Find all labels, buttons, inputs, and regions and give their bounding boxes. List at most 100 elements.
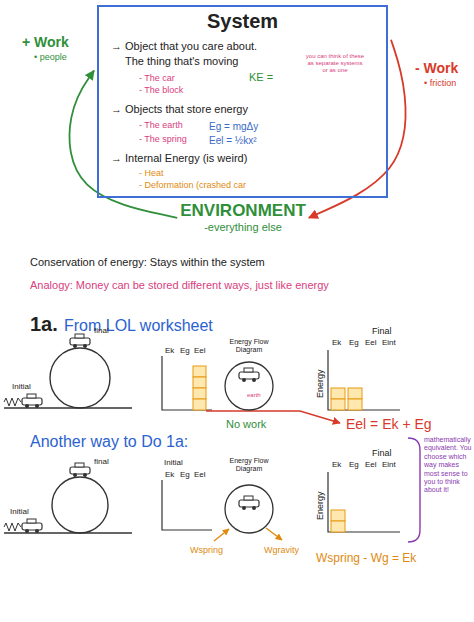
section-heading: Another way to Do 1a: bbox=[30, 432, 188, 451]
environment-title: ENVIRONMENT bbox=[180, 201, 306, 221]
column-label: Eel bbox=[365, 338, 377, 348]
circle-note: earth bbox=[247, 392, 261, 399]
spring-symbol bbox=[4, 523, 21, 531]
bar-unit bbox=[331, 510, 345, 521]
column-label: Eg bbox=[180, 470, 190, 480]
axis-label: Energy bbox=[315, 491, 326, 520]
side-note: you can think of these as separate syste… bbox=[304, 53, 366, 75]
column-label: Eint bbox=[382, 460, 396, 470]
state-label: final bbox=[94, 457, 109, 467]
bar-unit bbox=[331, 521, 345, 532]
work-out-arrow bbox=[266, 528, 282, 540]
analogy-text: Analogy: Money can be stored different w… bbox=[30, 279, 329, 292]
bar-unit bbox=[348, 399, 362, 410]
bar-unit bbox=[193, 366, 206, 377]
bracket bbox=[408, 438, 420, 542]
column-label: Eg bbox=[349, 338, 359, 348]
bar-unit bbox=[348, 388, 362, 399]
track-line bbox=[4, 532, 132, 533]
circle-heading: Energy Flow Diagram bbox=[220, 457, 278, 474]
state-label: final bbox=[94, 326, 109, 336]
column-label: Ek bbox=[165, 470, 174, 480]
car-final bbox=[70, 463, 90, 477]
no-work-label: No work bbox=[226, 418, 266, 431]
example-text: - Deformation (crashed car bbox=[139, 180, 246, 191]
chart-title: Final bbox=[372, 448, 392, 459]
example-text: - The block bbox=[139, 85, 183, 96]
formula: Eg = mgΔy bbox=[209, 121, 258, 133]
column-label: Ek bbox=[165, 346, 174, 356]
column-label: Eel bbox=[194, 470, 206, 480]
work-label: Wspring bbox=[190, 545, 223, 556]
formula: KE = bbox=[249, 71, 273, 84]
state-label: Initial bbox=[10, 507, 29, 517]
formula: Eel = ½kx² bbox=[209, 135, 257, 147]
bar-unit bbox=[193, 388, 206, 399]
bar-unit bbox=[193, 377, 206, 388]
equation: Wspring - Wg = Ek bbox=[316, 551, 416, 565]
environment-node: ENVIRONMENT-everything else bbox=[180, 201, 306, 235]
equation: Eel = Ek + Eg bbox=[346, 416, 432, 433]
energy-flow-circle: Energy Flow Diagram earth bbox=[220, 336, 283, 412]
environment-note: -everything else bbox=[180, 221, 306, 234]
column-label: Eg bbox=[180, 346, 190, 356]
spring-symbol bbox=[4, 398, 21, 406]
axis-label: Energy bbox=[315, 369, 326, 398]
column-label: Eg bbox=[349, 460, 359, 470]
system-title: System bbox=[207, 9, 278, 33]
bullet-text: → Objects that store energy bbox=[111, 103, 248, 116]
column-label: Ek bbox=[332, 460, 341, 470]
chart-axes bbox=[162, 480, 212, 530]
track-line bbox=[4, 407, 132, 408]
column-label: Eint bbox=[382, 338, 396, 348]
circle-outline bbox=[225, 362, 273, 410]
chart-axes bbox=[328, 472, 400, 532]
energy-bar bbox=[331, 388, 362, 410]
example-text: - The car bbox=[139, 73, 175, 84]
column-label: Eel bbox=[365, 460, 377, 470]
car-in-circle bbox=[239, 496, 259, 510]
chart-title: Initial bbox=[164, 458, 183, 468]
circle-outline bbox=[225, 485, 273, 533]
bullet-text: → Internal Energy (is weird) bbox=[111, 152, 247, 165]
car-in-circle bbox=[239, 368, 259, 382]
section-heading: From LOL worksheet bbox=[64, 316, 213, 335]
column-label: Ek bbox=[332, 338, 341, 348]
loop-track bbox=[50, 348, 110, 408]
state-label: Initial bbox=[12, 382, 31, 392]
work-out-arrow bbox=[309, 40, 406, 218]
example-text: - The spring bbox=[139, 134, 187, 145]
example-text: - Heat bbox=[139, 168, 164, 179]
chart-axes bbox=[328, 350, 400, 410]
chart-axes bbox=[162, 356, 212, 410]
car-initial bbox=[22, 394, 42, 408]
car-initial bbox=[22, 519, 42, 533]
circle-heading: Energy Flow Diagram bbox=[220, 338, 278, 355]
bullet-text: → Object that you care about. bbox=[111, 40, 257, 53]
example-text: - The earth bbox=[139, 120, 183, 131]
work-label: Wgravity bbox=[264, 545, 299, 556]
system-box: System → Object that you care about. The t… bbox=[97, 5, 388, 198]
side-note: mathematically equivalent. You choose wh… bbox=[424, 436, 472, 495]
work-source: • friction bbox=[424, 78, 456, 89]
work-label: + Work bbox=[22, 34, 69, 51]
column-label: Eel bbox=[194, 346, 206, 356]
work-in-arrow bbox=[214, 529, 229, 541]
note-text: Conservation of energy: Stays within the… bbox=[30, 256, 265, 269]
car-final bbox=[70, 334, 90, 348]
loop-track bbox=[52, 477, 108, 533]
bar-unit bbox=[193, 399, 206, 410]
bullet-text: The thing that's moving bbox=[125, 55, 238, 68]
energy-bar bbox=[331, 510, 345, 532]
work-source: • people bbox=[34, 52, 67, 63]
energy-bar bbox=[193, 366, 206, 410]
energy-flow-circle: Energy Flow Diagram bbox=[220, 455, 283, 535]
chart-title: Final bbox=[372, 326, 392, 337]
bar-unit bbox=[331, 388, 345, 399]
work-label: - Work bbox=[415, 60, 458, 77]
problem-number: 1a. bbox=[30, 312, 58, 336]
bar-unit bbox=[331, 399, 345, 410]
